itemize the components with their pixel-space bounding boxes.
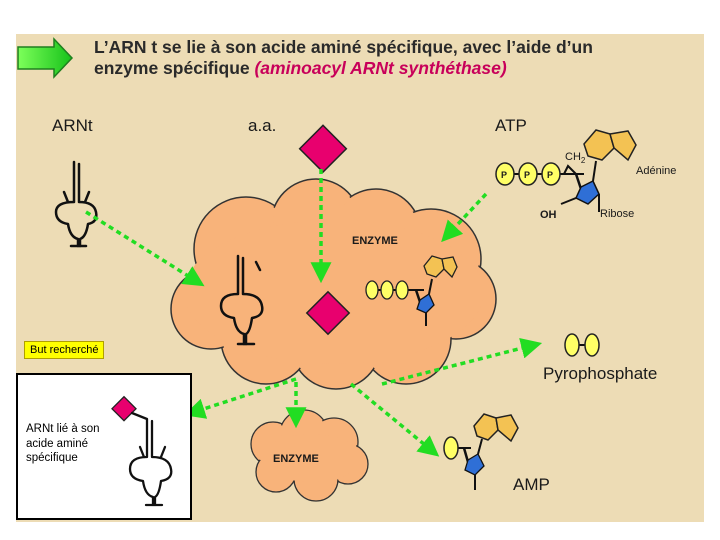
green-arrow-icon — [17, 37, 74, 79]
label-ch2: CH2 — [565, 151, 585, 165]
enzyme-cloud-small — [250, 409, 369, 502]
goal-badge: But recherché — [24, 341, 105, 359]
label-enzyme: ENZYME — [352, 235, 398, 247]
atp-in-enzyme — [365, 255, 458, 326]
trna-molecule — [54, 160, 98, 248]
label-pyrophosphate: Pyrophosphate — [543, 364, 658, 383]
slide: P P P — [16, 34, 704, 522]
atp-molecule: P P P — [495, 129, 637, 212]
phosphate-label: P — [547, 170, 553, 180]
amino-acid-in-enzyme — [305, 290, 351, 336]
trna-in-enzyme — [219, 254, 264, 346]
enzyme-cloud — [170, 178, 497, 390]
title-line-2-main: enzyme spécifique — [94, 58, 255, 78]
label-adenine: Adénine — [636, 165, 677, 177]
phosphate-label: P — [501, 170, 507, 180]
label-arnt: ARNt — [52, 116, 93, 135]
label-atp: ATP — [495, 116, 527, 135]
amp-molecule — [443, 413, 519, 490]
amino-acid-diamond — [298, 124, 348, 174]
slide-title: L’ARN t se lie à son acide aminé spécifi… — [94, 37, 593, 79]
title-line-1: L’ARN t se lie à son acide aminé spécifi… — [94, 37, 593, 57]
reaction-arrows — [85, 169, 543, 457]
label-ch2-sub: 2 — [580, 156, 586, 166]
label-amp: AMP — [513, 475, 550, 494]
pyrophosphate-molecule — [564, 333, 600, 357]
label-ch2-text: CH — [565, 151, 581, 163]
result-panel: ARNt lié à son acide aminé spécifique — [16, 373, 192, 520]
phosphate-label: P — [524, 170, 530, 180]
result-text: ARNt lié à son acide aminé spécifique — [26, 423, 100, 464]
title-line-2: enzyme spécifique (aminoacyl ARNt synthé… — [94, 58, 593, 79]
label-enzyme-small: ENZYME — [273, 453, 319, 465]
arrow-trna-to-enzyme — [85, 210, 205, 287]
arrow-to-result — [184, 377, 297, 419]
label-oh: OH — [540, 209, 557, 221]
label-ribose: Ribose — [600, 208, 635, 220]
trna-bound — [128, 411, 173, 507]
title-line-2-highlight: (aminoacyl ARNt synthéthase) — [254, 58, 507, 78]
label-aa: a.a. — [248, 116, 277, 135]
diagram-canvas: P P P — [17, 37, 637, 502]
result-illustration — [111, 395, 173, 507]
arrow-atp-to-enzyme — [441, 192, 488, 243]
arrow-to-amp — [349, 382, 440, 457]
amino-acid-bound-diamond — [111, 395, 137, 422]
